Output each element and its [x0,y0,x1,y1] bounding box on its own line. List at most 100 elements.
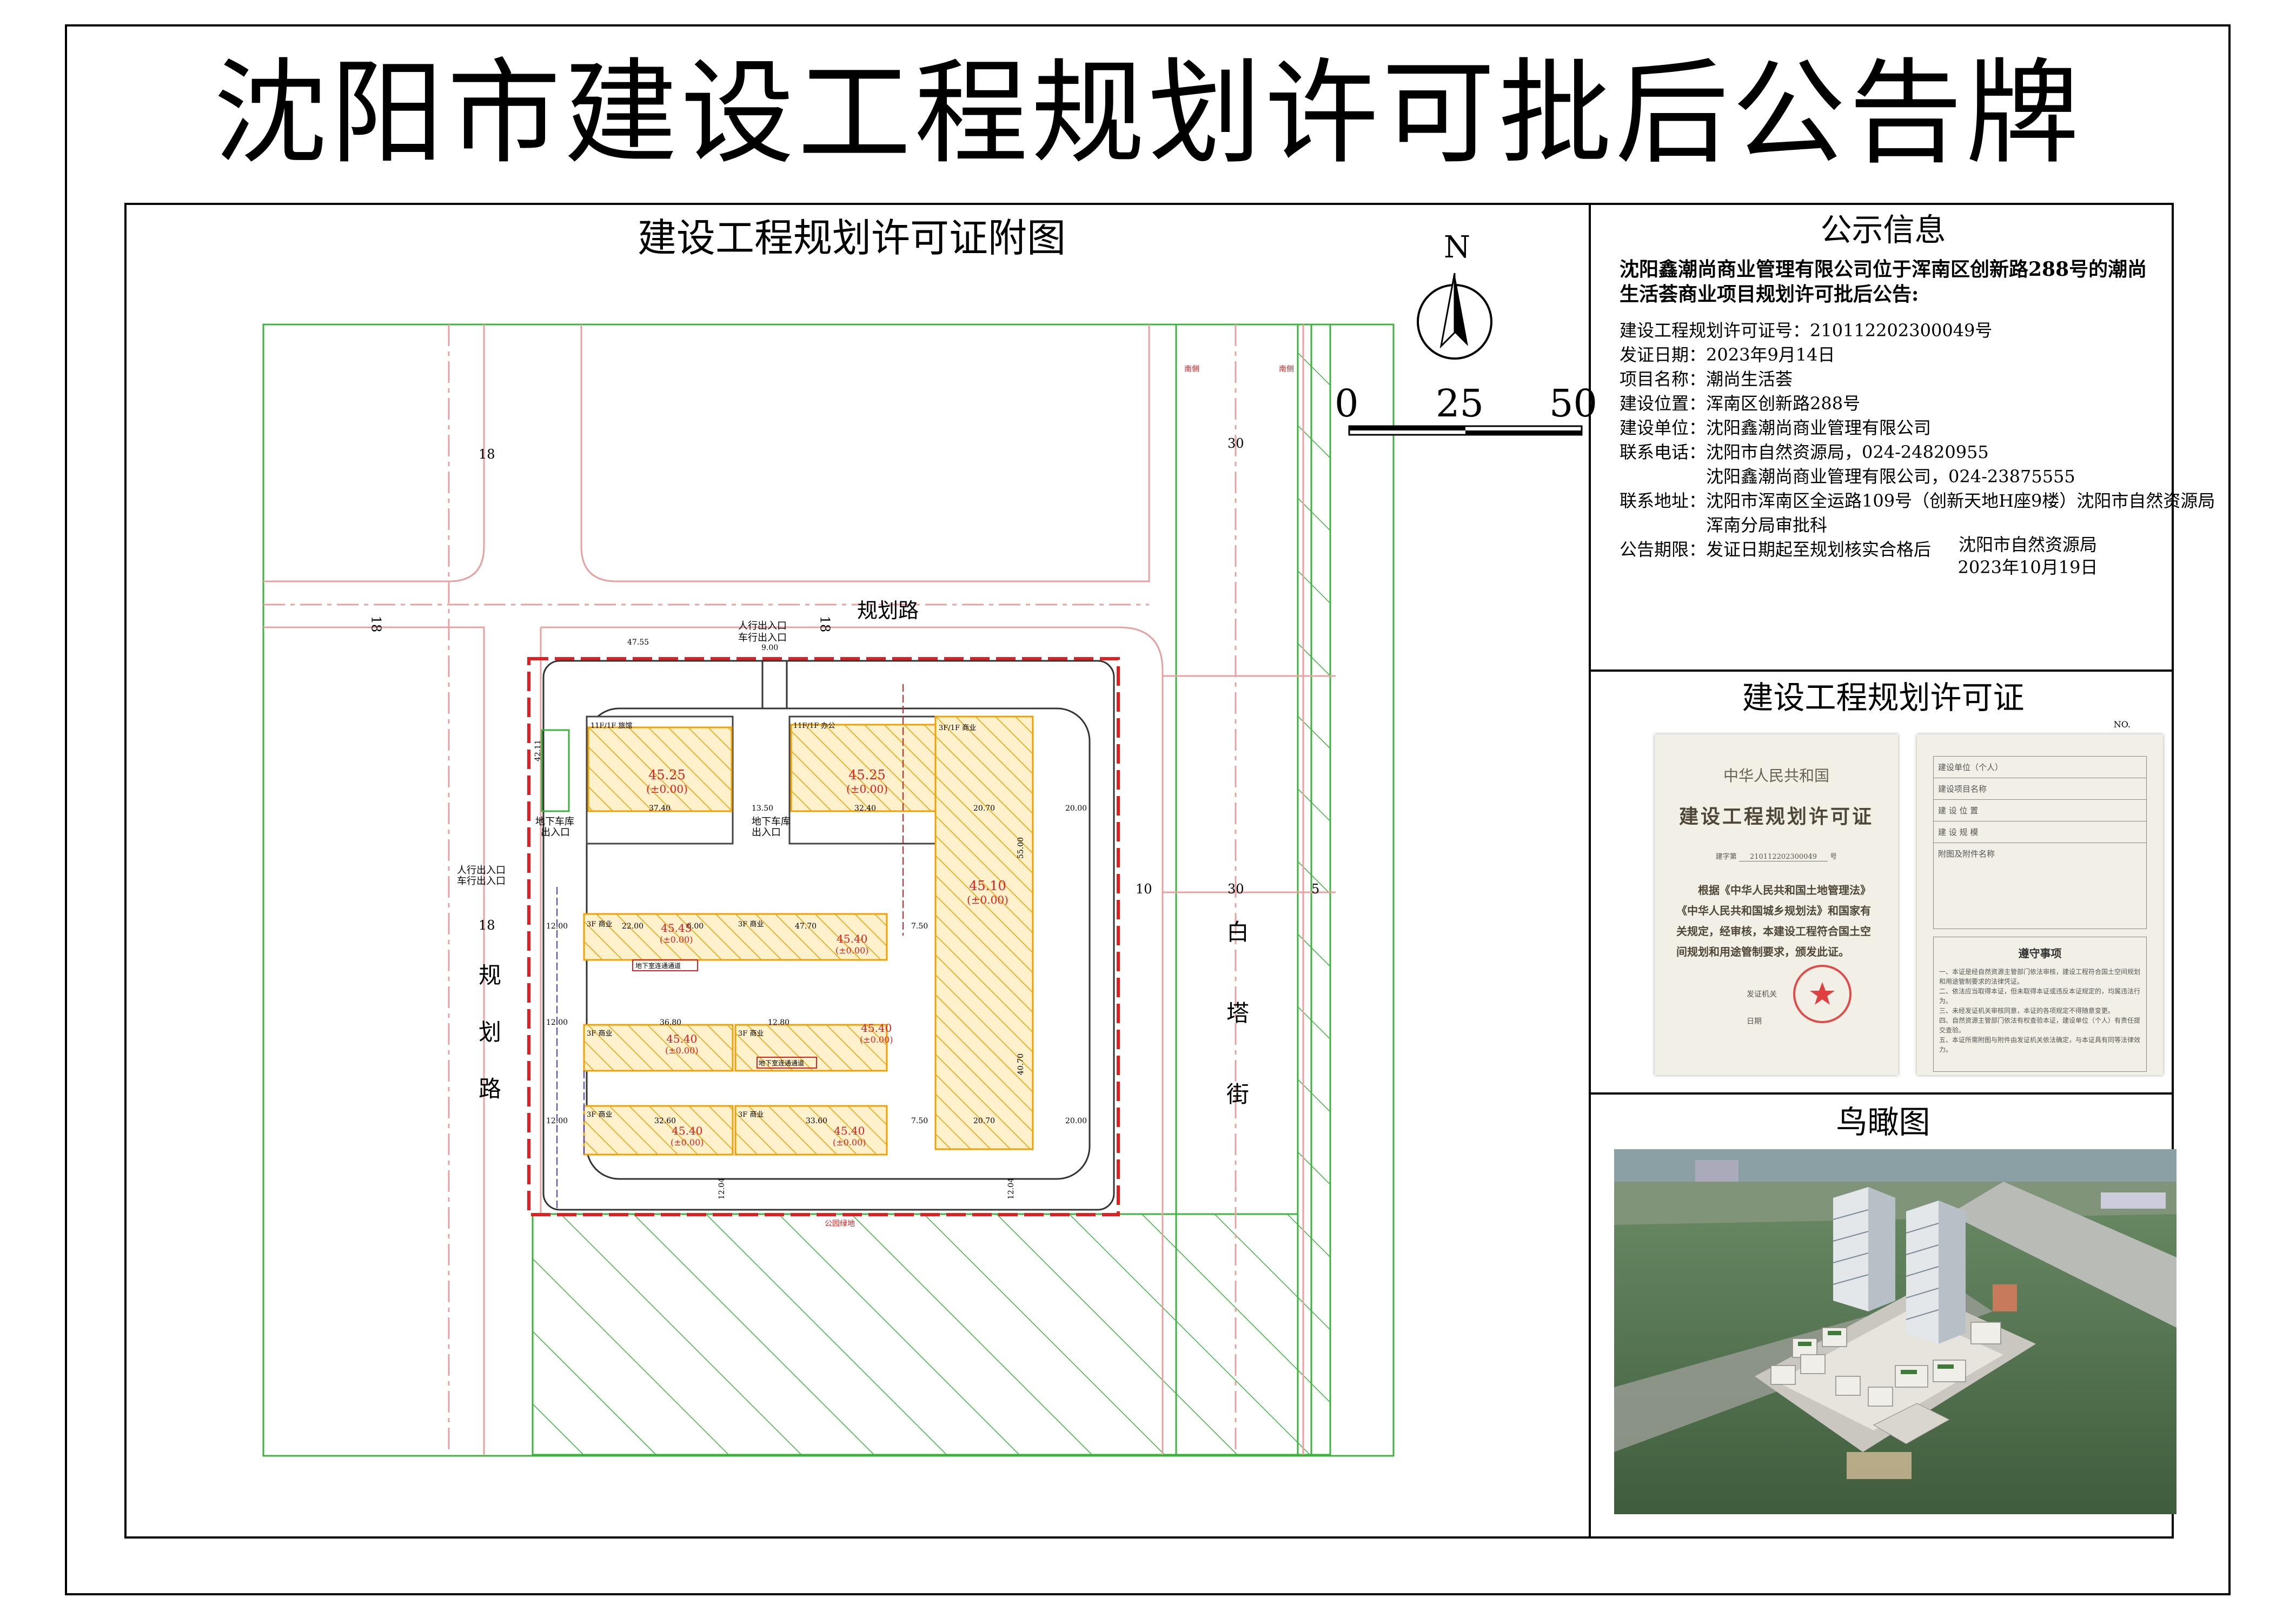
bldg-6-elev: 45.40(±0.00) [665,1032,699,1056]
dim-15: 12.00 [546,1117,568,1125]
dim-3: 13.50 [752,804,774,813]
permit-code: 建字第 210112202300049 号 [1715,853,1837,861]
scale-25: 25 [1436,381,1484,426]
permit-title: 建设工程规划许可证 [1742,679,2025,716]
dim-4: 32.40 [854,804,877,813]
width-10: 10 [1136,881,1152,897]
permit-table: 建设单位（个人） 建设项目名称 建 设 位 置 建 设 规 模 附图及附件名称 [1933,756,2147,929]
permit-name: 建设工程规划许可证 [1678,805,1874,828]
garage-b-1: 地下车库 [752,816,791,827]
park-green-hatch [532,1213,1299,1456]
width-18-b: 18 [368,615,384,633]
notice-block: 沈阳鑫潮尚商业管理有限公司位于浑南区创新路288号的潮尚生活荟商业项目规划许可批… [1620,257,2215,562]
scale-50: 50 [1549,381,1598,426]
buildings [541,715,1034,1156]
width-18-d: 18 [479,918,495,933]
bldg-1: 11F/1F 旅馆 [590,722,633,730]
bldg-8-elev: 45.40(±0.00) [671,1124,704,1148]
dim-12: 12.00 [546,1018,568,1027]
road-left-label-2: 划 [479,1019,502,1045]
bldg-1-elev: 45.25(±0.00) [646,767,688,796]
width-5: 5 [1311,881,1320,897]
bldg-9: 3F 商业 [738,1111,764,1119]
width-18-a: 18 [479,447,495,462]
entry-left-1: 人行出入口 [457,865,506,876]
permit-seal [1793,965,1852,1023]
road-left-label-3: 路 [479,1076,502,1102]
notice-line: 浑南分局审批科 [1620,515,1828,535]
bldg-4: 3F 商业 [587,920,613,929]
scale-bar [1348,425,1583,436]
bldg-4-elev: 45.45(±0.00) [660,922,693,945]
entry-top-1: 人行出入口 [738,620,787,632]
red-label-passage-1: 地下室连通通道 [635,962,681,970]
permit-row: 建 设 规 模 [1934,821,2146,843]
dim-16: 32.60 [654,1117,676,1125]
permit-country: 中华人民共和国 [1723,767,1829,785]
dim-8: 22.00 [622,922,644,931]
dim-0: 47.55 [627,638,649,647]
north-arrow [1417,273,1492,360]
garage-a-2: 出入口 [541,827,570,838]
divider-h1 [1590,670,2174,672]
divider-h2 [1590,1092,2174,1095]
width-30-a: 30 [1227,436,1244,451]
dim-10: 47.70 [795,922,817,931]
dim-20: 7.50 [911,1117,928,1125]
bldg-2-elev: 45.25(±0.00) [846,767,888,796]
aerial-image [1614,1149,2176,1514]
divider-vertical [1589,203,1591,1539]
permit-cover: 中华人民共和国 建设工程规划许可证 建字第 210112202300049 号 … [1655,734,1898,1075]
bldg-9-elev: 45.40(±0.00) [833,1124,866,1148]
bldg-8: 3F 商业 [587,1111,613,1119]
permit-no: NO. [2113,719,2131,730]
bldg-2: 11F/1F 办公 [793,722,835,730]
notice-line: 建设位置：浑南区创新路288号 [1620,393,1861,414]
notice-issuer: 沈阳市自然资源局 [1958,534,2097,555]
bldg-6: 3F 商业 [587,1030,613,1038]
dim-14: 12.80 [768,1018,790,1027]
permit-row: 建 设 位 置 [1934,800,2146,821]
bldg-3: 3F/1F 商业 [939,724,977,732]
dim-11: 7.50 [911,922,928,931]
aerial-title: 鸟瞰图 [1836,1104,1930,1141]
dim-13: 36.80 [660,1018,682,1027]
entry-top-2: 车行出入口 [738,632,787,644]
red-label-park: 公园绿地 [825,1219,855,1228]
width-30-b: 30 [1227,881,1244,897]
notice-line: 联系地址：沈阳市浑南区全运路109号（创新天地H座9楼）沈阳市自然资源局 [1620,490,2215,511]
bldg-3-elev: 45.10(±0.00) [967,878,1008,906]
road-left-label-1: 规 [479,962,502,989]
notice-line: 建设单位：沈阳鑫潮尚商业管理有限公司 [1620,417,1932,438]
content-frame [124,203,2174,1539]
notice-line: 建设工程规划许可证号：210112202300049号 [1620,320,1993,341]
notice-date: 2023年10月19日 [1957,557,2098,578]
dim-2: 37.40 [649,804,671,813]
road-right-label-1: 白 [1226,919,1250,945]
plan-title: 建设工程规划许可证附图 [637,215,1066,261]
bldg-5-elev: 45.40(±0.00) [835,932,869,956]
red-label-south-2: 南侧 [1279,365,1294,374]
red-label-south-1: 南侧 [1184,365,1199,374]
aerial-rendering [1614,1149,2176,1514]
scale-0: 0 [1335,381,1359,426]
road-right-label-3: 街 [1226,1081,1250,1108]
right-green-strip [1297,323,1331,1456]
dim-17: 33.60 [806,1117,828,1125]
dim-21: 55.00 [1017,837,1026,859]
bldg-7: 3F 商业 [738,1030,764,1038]
dim-18: 20.70 [973,1117,996,1125]
width-18-c: 18 [817,615,833,633]
green-boundary [262,323,1395,1457]
road-right-label-2: 塔 [1226,1000,1250,1026]
entry-left-2: 车行出入口 [457,876,506,887]
permit-attach: 附图及附件名称 [1938,849,1995,859]
dim-6: 20.00 [1065,804,1087,813]
dim-5: 20.70 [973,804,996,813]
permit-issuer: 发证机关 [1747,990,1777,999]
permit-date: 日期 [1747,1017,1762,1026]
garage-b-2: 出入口 [752,827,781,838]
bldg-7-elev: 45.40(±0.00) [860,1022,893,1045]
road-top-label: 规划路 [857,599,919,622]
page-title: 沈阳市建设工程规划许可批后公告牌 [213,47,2082,180]
